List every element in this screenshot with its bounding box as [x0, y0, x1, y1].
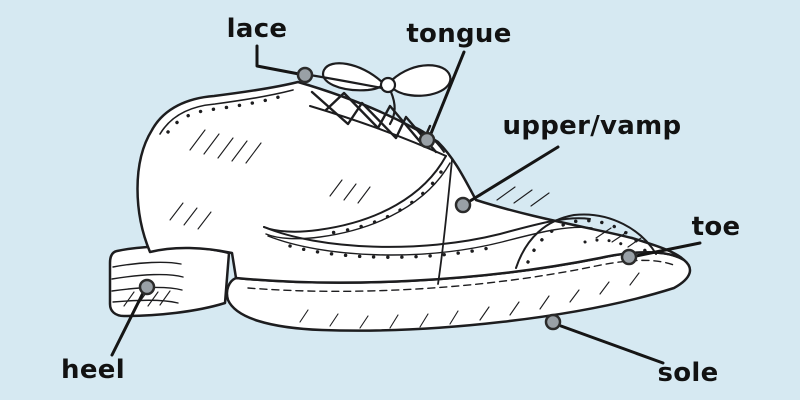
- upper-outline: [136, 80, 686, 284]
- tongue-leader: [428, 50, 466, 138]
- heel-marker: [138, 278, 156, 296]
- callout-markers: [138, 66, 638, 331]
- vamp-seam: [437, 159, 453, 285]
- sole-marker: [544, 313, 562, 331]
- heel-block: [108, 245, 231, 318]
- label-upper-vamp: upper/vamp: [502, 111, 682, 141]
- sole-leader: [559, 324, 665, 365]
- upper-vamp-leader: [468, 145, 560, 203]
- label-sole: sole: [657, 358, 719, 388]
- heel-leader: [110, 291, 145, 357]
- lace-leader: [255, 44, 301, 76]
- lace-bow: [301, 62, 452, 126]
- toe-leader: [634, 241, 702, 258]
- toe-marker: [620, 248, 638, 266]
- collar-seam: [159, 89, 294, 135]
- upper-vamp-marker: [454, 196, 472, 214]
- label-toe: toe: [691, 212, 741, 242]
- lace-marker: [296, 66, 314, 84]
- label-tongue: tongue: [406, 19, 512, 49]
- sole-outline: [225, 251, 692, 332]
- label-lace: lace: [226, 14, 288, 44]
- label-heel: heel: [61, 355, 125, 385]
- tongue-marker: [418, 131, 436, 149]
- callout-leaders: [110, 44, 702, 365]
- toe-cap-seam: [515, 213, 657, 269]
- vamp-band-seam: [263, 217, 593, 259]
- quarter-seam: [263, 155, 451, 240]
